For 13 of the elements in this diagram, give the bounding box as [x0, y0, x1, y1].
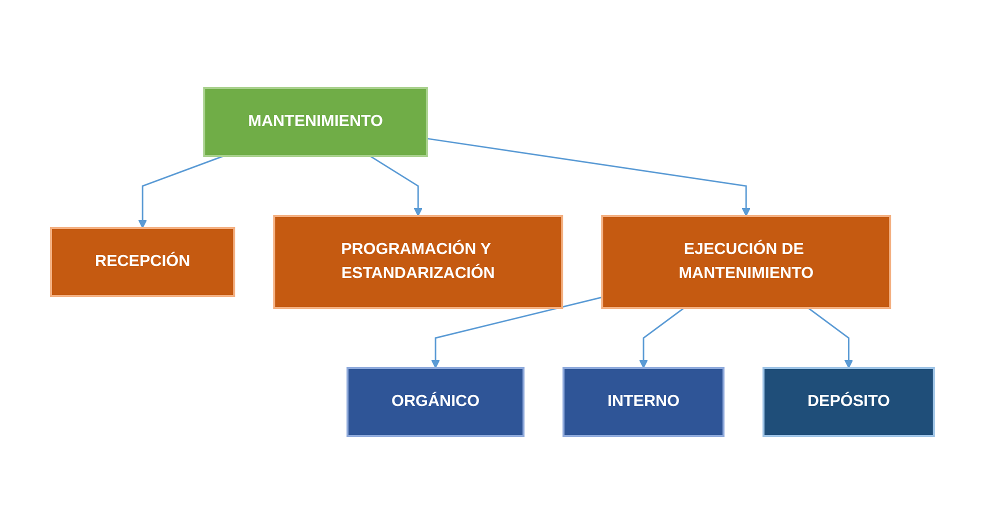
arrow [430, 296, 602, 368]
node-box: MANTENIMIENTO [202, 87, 428, 157]
arrow [638, 307, 684, 368]
arrow [426, 138, 750, 216]
node-box: PROGRAMACIÓN Y ESTANDARIZACIÓN [272, 215, 563, 309]
node-box: DEPÓSITO [762, 367, 934, 437]
node-box: INTERNO [562, 367, 724, 437]
node-box: ORGÁNICO [346, 367, 524, 437]
arrow [369, 155, 422, 216]
node-box: EJECUCIÓN DE MANTENIMIENTO [600, 215, 891, 309]
node-box: RECEPCIÓN [50, 227, 235, 297]
arrow [138, 155, 224, 228]
arrow [807, 307, 853, 368]
